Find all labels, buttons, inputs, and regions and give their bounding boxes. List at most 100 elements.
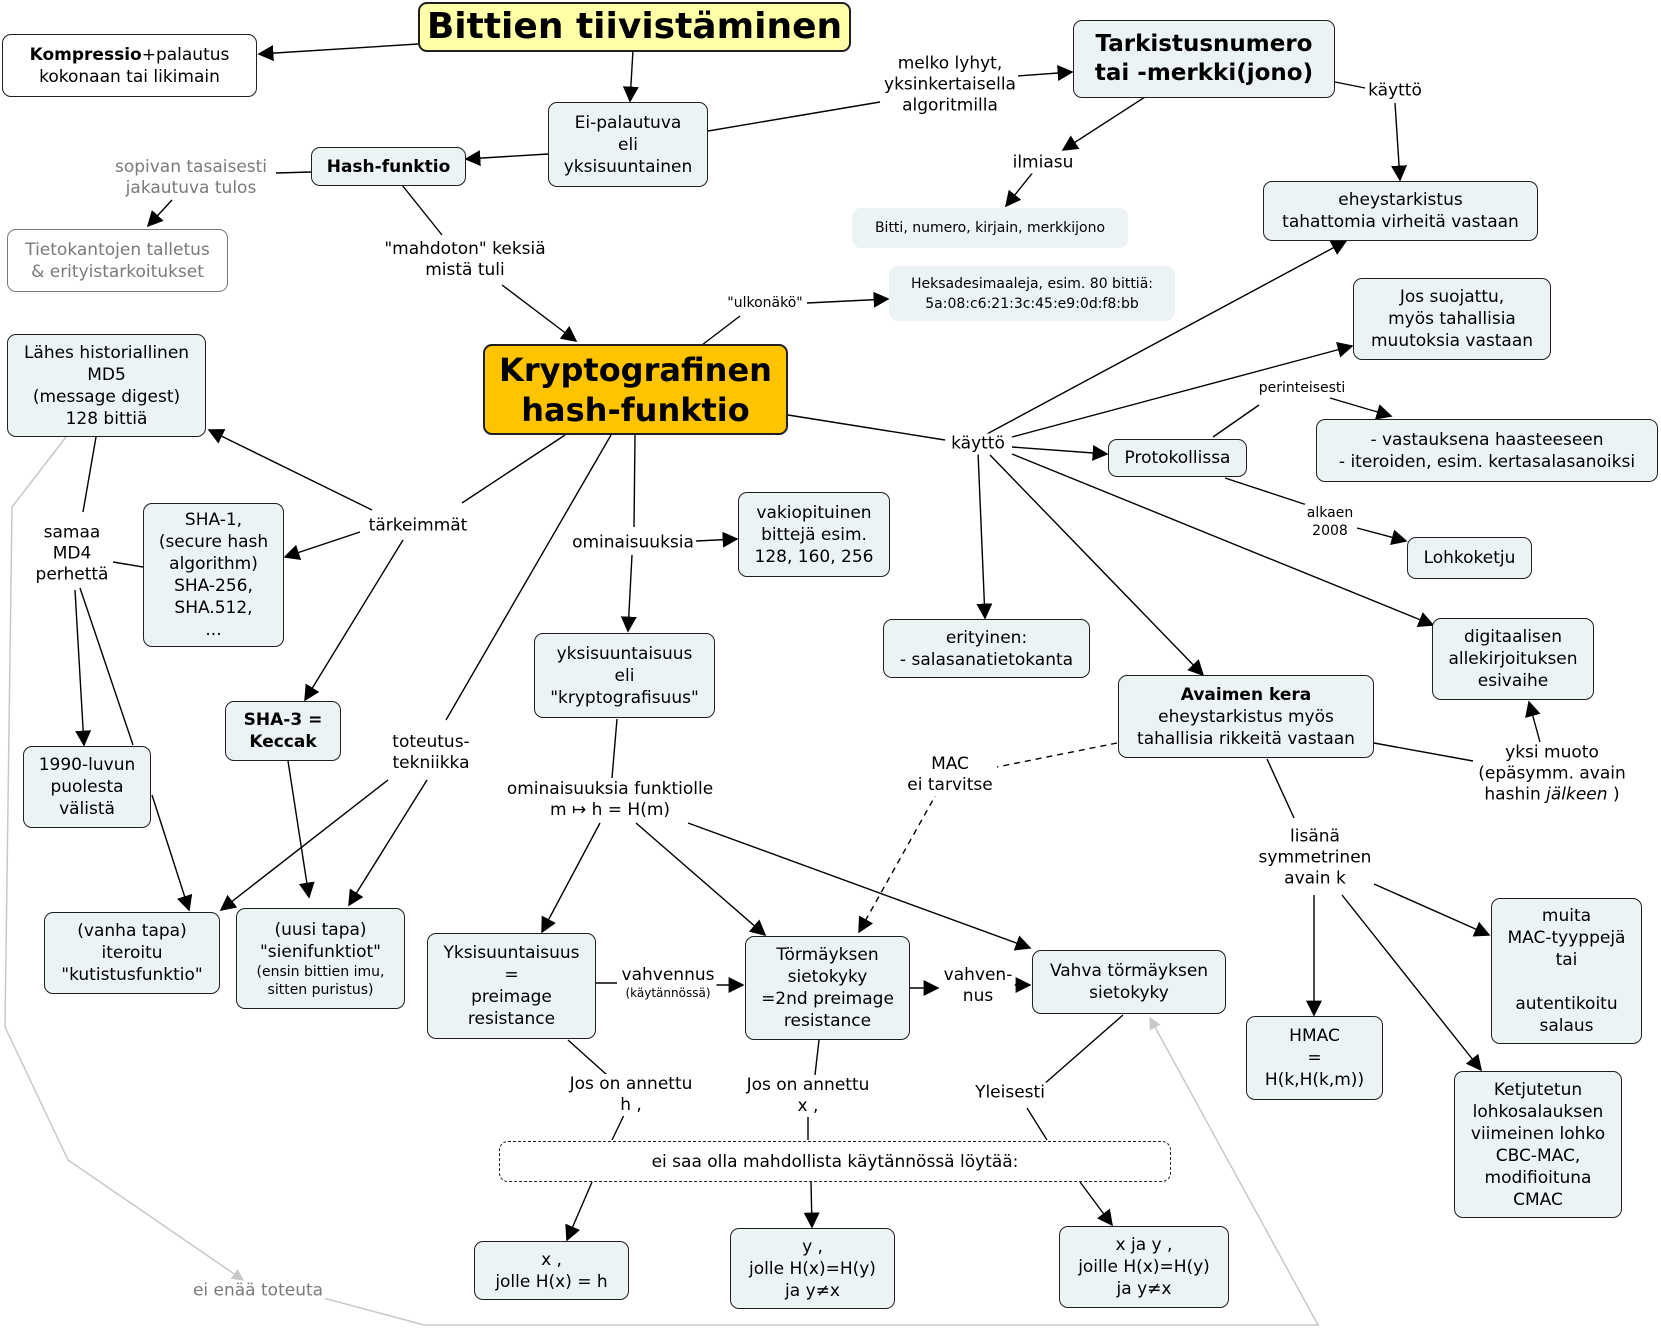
- label-alkaen-line-1: alkaen: [1306, 505, 1354, 521]
- kompressio-rest: +palautus: [141, 44, 230, 65]
- sha1-node-line-4: SHA-256,: [174, 576, 253, 596]
- vakiopit-node-line-1: vakiopituinen: [756, 502, 872, 523]
- hmac-node-line-3: H(k,H(k,m)): [1264, 1070, 1365, 1090]
- edge-tormays-josx: [814, 1039, 820, 1076]
- label-sopivan-line-2: jakautuva tulos: [125, 178, 257, 198]
- label-kaytto-top: käyttö: [1366, 80, 1424, 102]
- vakiopit-node-line-3: 128, 160, 256: [754, 546, 874, 567]
- preimage-node-line-4: resistance: [467, 1009, 556, 1029]
- ketjutetun-node-line-5: modifioituna: [1484, 1167, 1592, 1188]
- edge-eipalautuva-hash: [464, 150, 549, 167]
- label-toteutus-line-2: tekniikka: [392, 753, 470, 773]
- edge-mac-tormays: [858, 790, 939, 934]
- label-lisana-line-1: lisänä: [1290, 826, 1340, 847]
- label-omin-funktiolle-line-1: ominaisuuksia funktiolle: [506, 779, 714, 799]
- edge-title-eipalautuva: [622, 49, 639, 103]
- yksi-muoto-3c: ): [1607, 784, 1620, 805]
- sha3-node: SHA-3 =Keccak: [225, 701, 341, 761]
- label-sopivan-line-1: sopivan tasaisesti: [114, 157, 268, 177]
- hmac-node-line-2: =: [1307, 1048, 1322, 1068]
- label-samaa-line-3: perhettä: [35, 564, 109, 585]
- erityinen-node-line-1: erityinen:: [945, 627, 1028, 648]
- tietokannat-node-line-1: Tietokantojen talletus: [25, 239, 210, 260]
- label-samaa-line-1: samaa: [43, 522, 101, 543]
- label-omin-funktiolle-line-2: m ↦ h = H(m): [549, 800, 671, 820]
- digitaalisen-node-line-2: allekirjoituksen: [1448, 649, 1578, 669]
- ketjutetun-node-line-3: viimeinen lohko: [1470, 1123, 1606, 1144]
- edge-kaytto-erityinen: [976, 451, 993, 620]
- erityinen-node-line-2: - salasanatietokanta: [899, 649, 1074, 670]
- edge-md5-eienaa: [4, 436, 244, 1281]
- edge-kaytto-eheys: [1391, 102, 1408, 182]
- tietokannat-node-line-2: & erityistarkoitukset: [31, 261, 204, 282]
- label-ulkonako: "ulkonäkö": [725, 294, 805, 312]
- 1990-node-line-1: 1990-luvun: [38, 755, 136, 775]
- avaimen-node: Avaimen kera eheystarkistus myös tahalli…: [1118, 675, 1374, 758]
- krypto-node-line-2: hash-funktio: [521, 390, 750, 429]
- jos-suojattu-node-line-2: myös tahallisia: [1388, 309, 1516, 329]
- hmac-node-line-1: HMAC: [1289, 1026, 1340, 1046]
- edge-protokollissa-alkaen: [1224, 477, 1308, 506]
- label-mac-line-2: ei tarvitse: [907, 775, 993, 795]
- ketjutetun-node-line-4: CBC-MAC,: [1495, 1145, 1581, 1166]
- sha1-node-line-2: (secure hash: [158, 532, 269, 552]
- muita-mac-node-line-3: tai: [1555, 950, 1578, 970]
- lohkoketju-node: Lohkoketju: [1407, 537, 1532, 579]
- label-kaytto-main-line-1: käyttö: [951, 433, 1005, 454]
- edge-samaa-1990: [74, 589, 92, 747]
- edge-vahva-yleisesti: [1034, 1014, 1124, 1093]
- uusi-line3: (ensin bittien imu,: [256, 963, 385, 980]
- vanha-node: (vanha tapa)iteroitu"kutistusfunktio": [44, 912, 220, 994]
- uusi-line2: "sienifunktiot": [259, 941, 381, 962]
- vanha-node-line-3: "kutistusfunktio": [61, 965, 203, 985]
- edge-krypto-ulkonako: [701, 315, 741, 346]
- avaimen-line3: tahallisia rikkeitä vastaan: [1137, 728, 1355, 749]
- hash-funktio-node-line-1: Hash-funktio: [326, 156, 451, 177]
- label-perinteisesti-line-1: perinteisesti: [1258, 380, 1346, 396]
- bitti-node-line-1: Bitti, numero, kirjain, merkkijono: [874, 220, 1106, 236]
- vastauksena-node: - vastauksena haasteeseen- iteroiden, es…: [1316, 419, 1658, 482]
- hmac-node: HMAC=H(k,H(k,m)): [1246, 1016, 1383, 1100]
- label-ulkonako-line-1: "ulkonäkö": [727, 295, 803, 311]
- label-toteutus: toteutus-tekniikka: [390, 732, 472, 774]
- tarkistus-node-line-2: tai -merkki(jono): [1094, 60, 1314, 86]
- label-jos-x-line-2: x ,: [797, 1096, 819, 1116]
- edge-yleisesti-eisaa: [1026, 1107, 1048, 1141]
- label-mahdoton-line-2: mistä tuli: [425, 260, 505, 280]
- label-ei-enaa-line-1: ei enää toteuta: [192, 1280, 324, 1301]
- muita-mac-node-line-5: autentikoitu: [1515, 994, 1618, 1014]
- label-mac-line-1: MAC: [931, 754, 969, 774]
- ketjutetun-node-line-6: CMAC: [1513, 1189, 1563, 1210]
- md5-node-line-1: Lähes historiallinen: [23, 342, 190, 363]
- label-yksi-muoto: yksi muoto (epäsymm. avain hashin jälkee…: [1476, 742, 1628, 806]
- xy-joille-node-line-2: joille H(x)=H(y): [1078, 1257, 1210, 1277]
- vahvennus-line1: vahvennus: [621, 965, 715, 985]
- edge-krypto-toteutus: [445, 434, 612, 721]
- edge-md5-samaa: [82, 436, 97, 513]
- label-vahven-nus: vahven-nus: [941, 965, 1015, 1007]
- ei-palautuva-node-line-2: eli: [618, 134, 638, 155]
- tietokannat-node: Tietokantojen talletus& erityistarkoituk…: [7, 229, 228, 292]
- label-vahvennus: vahvennus (käytännössä): [619, 965, 717, 1001]
- label-yleisesti-line-1: Yleisesti: [975, 1082, 1045, 1103]
- yksisuunt-eli-node-line-2: eli: [614, 665, 635, 686]
- edge-protokollissa-perint: [1212, 404, 1260, 438]
- edge-mahdoton-krypto: [501, 284, 578, 342]
- heksa-node-line-2: 5a:08:c6:21:3c:45:e9:0d:f8:bb: [925, 295, 1139, 312]
- edge-preimage-josh: [567, 1039, 608, 1076]
- edge-krypto-ominaisuuksia: [633, 434, 636, 528]
- label-melko-line-1: melko lyhyt,: [897, 53, 1003, 74]
- sha3-node-line-1: SHA-3 =: [243, 710, 323, 730]
- edge-krypto-tarkeimmat: [461, 434, 566, 504]
- yksi-muoto-3a: hashin: [1484, 784, 1547, 805]
- tarkistus-node-line-1: Tarkistusnumero: [1095, 31, 1313, 57]
- edge-tarkeimmat-md5: [207, 429, 373, 511]
